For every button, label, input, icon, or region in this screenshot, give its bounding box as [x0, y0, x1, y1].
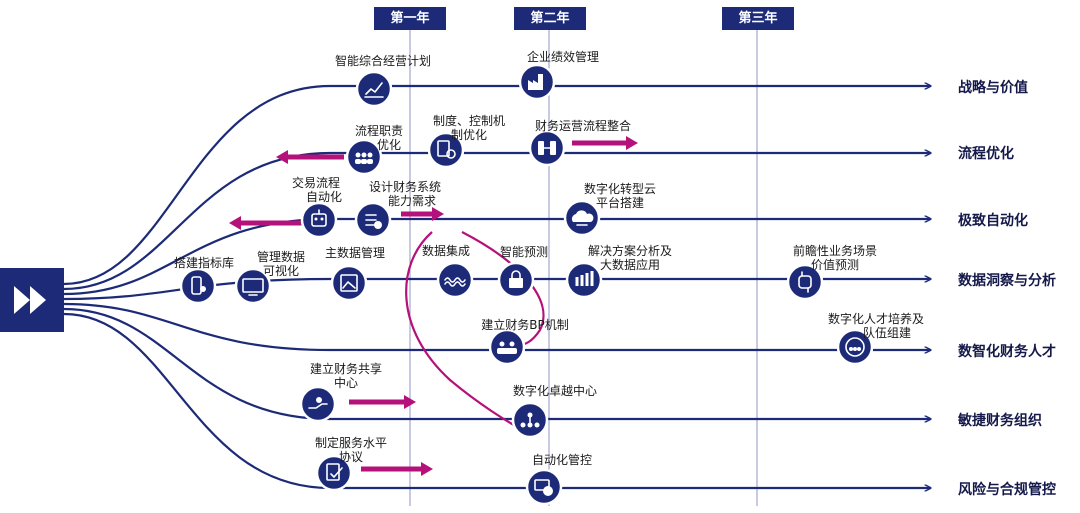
node-label-big-data: 解决方案分析及大数据应用 [587, 244, 672, 272]
arrow-process-duties-head [276, 150, 288, 164]
cloud-icon [563, 199, 601, 237]
destination-strategy-value: 战略与价值 [958, 80, 1028, 96]
arrow-transaction-automation-head [229, 216, 241, 230]
year-header-3: 第三年 [722, 7, 794, 30]
node-label-smart-forecast: 智能预测 [499, 245, 548, 259]
destination-agile-org: 敏捷财务组织 [958, 413, 1042, 429]
document-gear-icon [427, 131, 465, 169]
node-label-sla: 制定服务水平协议 [314, 436, 387, 464]
data-image-icon [330, 264, 368, 302]
node-label-finance-bp: 建立财务BP机制 [481, 318, 569, 332]
node-label-talent-development: 数字化人才培养及队伍组建 [827, 312, 924, 340]
chart-trend-icon [355, 70, 393, 108]
cross-link-curve-forecast [461, 231, 545, 347]
arrow-shared-service-head [404, 395, 416, 409]
lock-icon [497, 261, 535, 299]
destination-data-insight: 数据洞察与分析 [958, 273, 1056, 289]
lane-curve-talent [63, 302, 930, 350]
robot-icon [300, 201, 338, 239]
destination-finance-talent: 数智化财务人才 [958, 344, 1056, 360]
node-label-master-data: 主数据管理 [324, 246, 385, 260]
year-header-2: 第二年 [514, 7, 586, 30]
node-label-cloud-platform: 数字化转型云平台搭建 [583, 182, 656, 210]
node-label-transaction-automation: 交易流程自动化 [291, 176, 342, 204]
double-chevron-right-icon [14, 286, 46, 314]
destination-extreme-automation: 极致自动化 [958, 213, 1028, 229]
mobile-data-icon [179, 267, 217, 305]
node-label-digital-excellence-center: 数字化卓越中心 [512, 384, 597, 398]
node-label-performance-mgmt: 企业绩效管理 [526, 50, 599, 64]
destination-risk-compliance: 风险与合规管控 [958, 482, 1056, 498]
arrow-system-requirements-head [432, 207, 444, 221]
cross-link-curve-integration [405, 231, 523, 431]
destination-process-optimization: 流程优化 [958, 146, 1014, 162]
automation-control-icon [525, 468, 563, 506]
node-label-control-mechanism: 制度、控制机制优化 [432, 114, 505, 142]
arrow-sla-head [421, 462, 433, 476]
factory-icon [518, 63, 556, 101]
lane-curve-org [63, 307, 930, 419]
bar-analytics-icon [565, 261, 603, 299]
year-header-1: 第一年 [374, 7, 446, 30]
node-label-shared-service-center: 建立财务共享中心 [309, 362, 382, 390]
wave-icon [436, 261, 474, 299]
hand-share-icon [299, 385, 337, 423]
node-label-data-visualization: 管理数据可视化 [256, 250, 305, 278]
lane-curve-risk [63, 312, 930, 488]
node-label-system-requirements: 设计财务系统能力需求 [368, 180, 441, 208]
team-icon [836, 328, 874, 366]
lane-curve-strategy [63, 86, 930, 286]
node-label-indicator-library: 搭建指标库 [173, 256, 234, 270]
node-label-automated-control: 自动化管控 [531, 453, 592, 467]
process-flow-icon [528, 129, 566, 167]
start-box [0, 268, 64, 332]
partners-icon [488, 328, 526, 366]
arrow-process-integration-head [626, 136, 638, 150]
people-group-icon [345, 138, 383, 176]
node-label-data-integration: 数据集成 [421, 244, 470, 258]
checklist-icon [354, 201, 392, 239]
org-structure-icon [511, 401, 549, 439]
smartwatch-icon [786, 263, 824, 301]
node-label-scenario-prediction: 前瞻性业务场景价值预测 [792, 244, 877, 272]
node-label-finance-process-integration: 财务运营流程整合 [534, 119, 631, 133]
contract-icon [315, 454, 353, 492]
monitor-icon [234, 267, 272, 305]
node-label-process-duties: 流程职责优化 [354, 124, 403, 152]
node-label-strategic-planning: 智能综合经营计划 [334, 54, 431, 68]
